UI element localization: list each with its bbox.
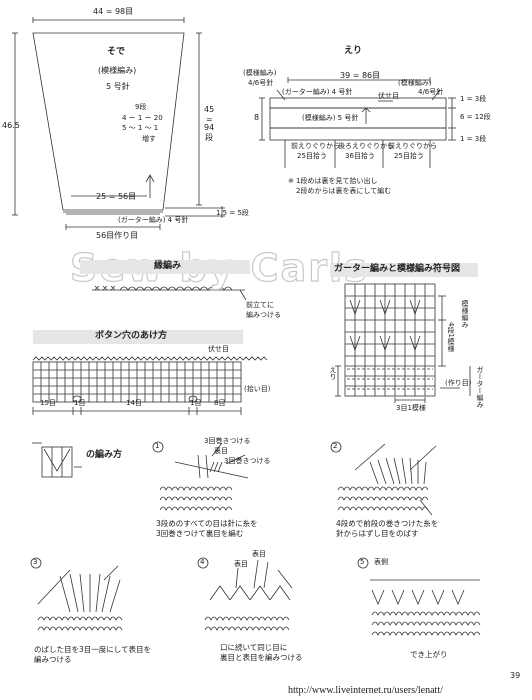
step-1-callout-1: 3回巻きつける <box>204 437 251 445</box>
step-4-number: 4 <box>200 558 205 566</box>
chart-label-motif: 3目1模様 <box>396 404 426 412</box>
chart-label-pattern: 模様編み <box>461 300 469 328</box>
step-3-caption-2: 編みつける <box>34 655 72 664</box>
sleeve-total-height: 46.5 <box>2 121 20 130</box>
buttonhole-title: ボタン穴のあけ方 <box>95 331 168 341</box>
collar-schematic <box>259 77 456 168</box>
collar-row-top: 1 = 3段 <box>460 95 487 103</box>
sleeve-cast-on: 56目作り目 <box>96 231 139 240</box>
step-5-callout-1: 表側 <box>374 558 388 566</box>
step-3-number: 3 <box>33 558 38 566</box>
collar-pattern-right: (模様編み) <box>398 79 432 87</box>
sleeve-top-width: 44 = 98目 <box>93 7 134 16</box>
sleeve-schematic <box>12 17 225 230</box>
sleeve-body-height-1: 45 <box>204 105 215 114</box>
chart-label-garter: ガーター編み <box>476 366 484 408</box>
collar-needle-left: 4/6号針 <box>248 79 274 87</box>
sleeve-body-height-2: = <box>206 115 213 124</box>
howto-illustrations <box>30 441 481 636</box>
sleeve-hem-stitches: 25 = 56目 <box>96 192 137 201</box>
buttonhole-seg-15: 15目 <box>40 399 56 407</box>
collar-row-bottom: 1 = 3段 <box>460 135 487 143</box>
collar-pickup-mid-1: 後ろえりぐりから <box>338 142 394 150</box>
stitch-symbol <box>32 442 82 478</box>
step-1-caption-1: 3段めのすべての目は針に糸を <box>156 519 258 528</box>
collar-pattern-label: (模様編み) 5 号針 <box>302 114 359 122</box>
chart-header-band <box>330 263 478 277</box>
edge-header-band <box>80 260 250 274</box>
edge-note-2: 編みつける <box>246 311 281 319</box>
symbol-chart-grid <box>335 283 471 403</box>
collar-height: 8 <box>254 113 260 122</box>
collar-pickup-mid-2: 36目拾う <box>345 152 375 160</box>
collar-pickup-right-2: 25目拾う <box>394 152 424 160</box>
edge-stitch-chart <box>92 285 247 301</box>
step-1-number: 1 <box>155 442 160 450</box>
sleeve-body-height-3: 94 <box>204 123 215 132</box>
step-4-callout-2: 表目 <box>234 560 248 568</box>
sleeve-increase-3: 5 ～ 1 ～ 1 <box>122 124 159 132</box>
buttonhole-seg-8: 8目 <box>214 399 226 407</box>
collar-needle-right: 4/6号針 <box>418 88 444 96</box>
step-2-caption-1: 4段めで前段の巻きつけた糸を <box>336 519 439 528</box>
buttonhole-seg-1b: 1目 <box>190 399 202 407</box>
edge-title: 縁編み <box>154 261 182 271</box>
step-4-callout-1: 表目 <box>252 550 266 558</box>
step-1-caption-2: 3回巻きつけて裏目を編む <box>156 529 244 538</box>
collar-note-1: ※ 1段めは裏を見て拾い出し <box>288 177 378 185</box>
chart-label-collar: えり <box>329 366 337 380</box>
collar-pattern-left: (模様編み) <box>243 69 277 77</box>
step-5-caption-1: でき上がり <box>410 650 448 659</box>
collar-title: えり <box>344 46 363 56</box>
buttonhole-pickup: (拾い目) <box>244 385 271 393</box>
sleeve-title: そで <box>107 47 126 57</box>
collar-pickup-left-2: 25目拾う <box>297 152 327 160</box>
sleeve-body-height-4: 段 <box>205 133 213 142</box>
step-4-caption-1: 口に続いて同じ目に <box>220 643 288 652</box>
buttonhole-seg-14: 14目 <box>126 399 142 407</box>
sleeve-garter-label: (ガーター編み) 4 号針 <box>118 216 189 224</box>
step-2-caption-2: 針からはずし目をのばす <box>336 529 419 538</box>
collar-pickup-left-1: 前えりぐりから <box>291 142 340 150</box>
page-number: 39 <box>510 671 521 680</box>
buttonhole-bind-off: 伏せ目 <box>208 345 229 353</box>
collar-pickup-right-1: 前えりぐりから <box>388 142 437 150</box>
sleeve-garter-height: 1.5 = 5段 <box>216 209 249 217</box>
sleeve-increase-1: 9段 <box>135 103 147 111</box>
sleeve-increase-4: 増す <box>142 135 156 143</box>
source-url: http://www.liveinternet.ru/users/lenatt/ <box>288 685 443 696</box>
step-5-number: 5 <box>360 558 365 566</box>
collar-garter-label: (ガーター編み) 4 号針 <box>282 88 353 96</box>
buttonhole-seg-1a: 1目 <box>74 399 86 407</box>
chart-label-pickup: (作り目) <box>445 379 472 387</box>
chart-label-repeat: 4段1模様 <box>447 322 455 352</box>
collar-bind-off: 伏せ目 <box>378 92 399 100</box>
step-3-caption-1: のばした目を3目一度にして表目を <box>34 645 152 654</box>
collar-note-2: 2段めからは裏を表にして編む <box>296 187 392 195</box>
step-1-callout-3: 3回巻きつける <box>224 457 271 465</box>
collar-row-mid: 6 = 12段 <box>460 113 491 121</box>
buttonhole-chart <box>32 356 268 415</box>
collar-width: 39 = 86目 <box>340 71 381 80</box>
step-4-caption-2: 裏目と表目を編みつける <box>220 653 303 662</box>
sleeve-increase-2: 4 ー 1 ー 20 <box>122 114 163 122</box>
sleeve-needle: 5 号針 <box>106 82 130 91</box>
step-1-callout-2: 裏目 <box>214 447 228 455</box>
howto-title: の編み方 <box>86 450 123 460</box>
sleeve-pattern-name: (模様編み) <box>98 66 137 75</box>
chart-title: ガーター編みと模様編み符号図 <box>334 264 461 274</box>
buttonhole-header-band <box>33 330 243 344</box>
edge-note-1: 前立てに <box>246 301 274 309</box>
step-2-number: 2 <box>333 442 338 450</box>
